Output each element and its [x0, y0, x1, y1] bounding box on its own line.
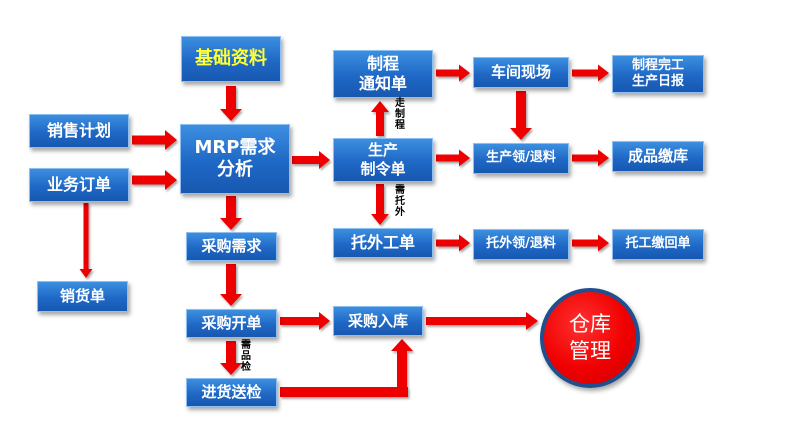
arrow-workorder-to-productionissue	[436, 149, 470, 167]
arrow-workshop-to-productionissue	[510, 91, 532, 140]
process-report-box[interactable]: 制程完工 生产日报	[612, 55, 704, 93]
sales-plan-box[interactable]: 销售计划	[29, 114, 129, 148]
arrow-basic-to-mrp	[220, 86, 242, 121]
purchase-order-label: 采购开单	[201, 314, 262, 333]
finished-goods-box[interactable]: 成品缴库	[612, 141, 704, 172]
arrow-outsourceissue-to-outsourcereturn	[572, 234, 609, 252]
outsource-issue-label: 托外领/退料	[486, 236, 556, 252]
basic-data-box[interactable]: 基础资料	[181, 36, 281, 82]
incoming-inspection-box[interactable]: 进货送检	[186, 378, 277, 407]
arrow-purchasein-to-warehouse	[426, 312, 538, 330]
outsource-order-box[interactable]: 托外工单	[333, 228, 433, 258]
process-report-label-2: 生产日报	[631, 74, 684, 89]
finished-goods-label: 成品缴库	[627, 147, 688, 166]
warehouse-label-1: 仓库	[569, 311, 611, 336]
arrow-purchasereq-to-purchaseorder	[220, 264, 242, 306]
arrow-purchaseorder-to-inspect	[220, 341, 242, 375]
arrow-productionissue-to-fgstore	[572, 149, 609, 167]
process-notice-box[interactable]: 制程 通知单	[333, 50, 433, 98]
arrow-salesorder-to-delivery	[79, 203, 93, 278]
arrow-workshop-to-processreport	[572, 64, 609, 82]
outsource-issue-box[interactable]: 托外领/退料	[473, 229, 569, 260]
purchase-in-box[interactable]: 采购入库	[333, 306, 423, 336]
arrow-workorder-to-processnotice	[371, 101, 389, 136]
mrp-analysis-label-2: 分析	[217, 159, 253, 180]
delivery-note-box[interactable]: 销货单	[37, 281, 128, 312]
production-issue-box[interactable]: 生产领/退料	[473, 143, 569, 174]
sales-plan-label: 销售计划	[46, 121, 111, 140]
work-order-label-1: 生产	[367, 141, 398, 160]
arrow-salesorder-to-mrp	[132, 170, 177, 190]
arrow-processnotice-to-workshop	[436, 64, 470, 82]
purchase-order-box[interactable]: 采购开单	[186, 309, 277, 338]
production-issue-label: 生产领/退料	[486, 150, 556, 166]
purchase-request-box[interactable]: 采购需求	[186, 232, 277, 261]
arrow-purchaseorder-to-purchasein	[280, 312, 330, 330]
purchase-in-label: 采购入库	[347, 311, 408, 330]
arrow-inspect-to-purchasein-v	[391, 339, 413, 397]
outsource-return-box[interactable]: 托工缴回单	[612, 229, 704, 260]
mrp-analysis-label-1: MRP需求	[194, 136, 276, 158]
process-notice-label-1: 制程	[366, 54, 399, 73]
edge-label-need-outsource: 需托外	[395, 185, 405, 218]
arrow-outsource-to-outsourceissue	[436, 234, 470, 252]
edge-label-via-process: 走制程	[395, 98, 405, 131]
sales-order-label: 业务订单	[46, 175, 111, 194]
outsource-order-label: 托外工单	[350, 233, 415, 252]
arrow-salesplan-to-mrp	[132, 130, 177, 150]
purchase-request-label: 采购需求	[201, 237, 262, 256]
arrow-mrp-to-workorder	[292, 151, 330, 169]
arrow-mrp-to-purchasereq	[220, 196, 242, 230]
work-order-label-2: 制令单	[360, 160, 406, 178]
workshop-label: 车间现场	[490, 63, 551, 82]
arrow-workorder-to-outsource	[371, 184, 389, 225]
edge-label-need-inspect: 需品检	[241, 340, 251, 373]
sales-order-box[interactable]: 业务订单	[29, 168, 129, 202]
process-notice-label-2: 通知单	[358, 74, 407, 93]
basic-data-label: 基础资料	[195, 47, 267, 69]
process-report-label-1: 制程完工	[631, 57, 684, 73]
incoming-inspection-label: 进货送检	[201, 383, 262, 402]
warehouse-circle[interactable]: 仓库 管理	[540, 288, 640, 388]
mrp-analysis-box[interactable]: MRP需求 分析	[180, 124, 290, 194]
work-order-box[interactable]: 生产 制令单	[333, 138, 433, 182]
warehouse-label-2: 管理	[569, 339, 611, 363]
arrow-inspect-to-purchasein-h	[280, 387, 408, 397]
outsource-return-label: 托工缴回单	[625, 236, 691, 252]
workshop-box[interactable]: 车间现场	[473, 57, 569, 88]
delivery-note-label: 销货单	[59, 287, 105, 306]
